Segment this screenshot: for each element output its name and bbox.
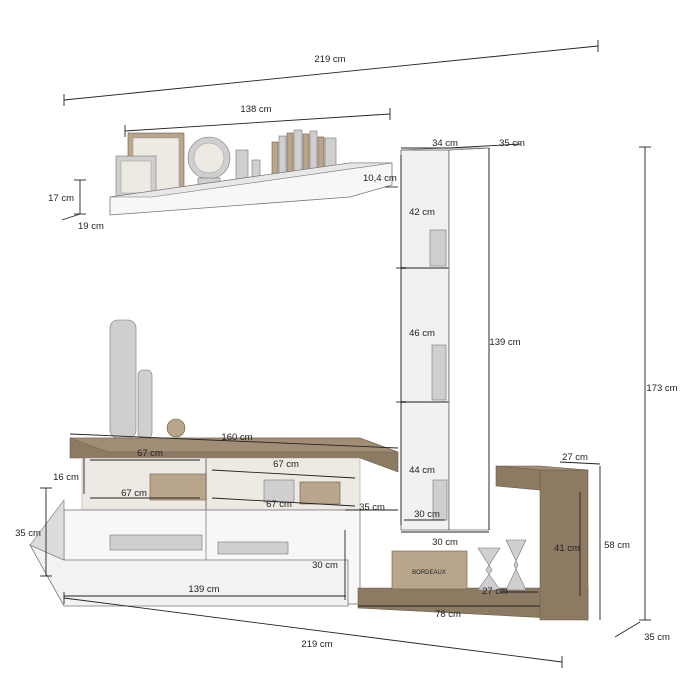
dim-side-total-height: 58 cm bbox=[604, 540, 630, 551]
tower-decor-item bbox=[429, 229, 447, 267]
tall-vase-icon bbox=[109, 319, 137, 439]
dim-tower-height: 139 cm bbox=[489, 337, 520, 348]
wall-shelf bbox=[109, 129, 393, 216]
dim-tower-width: 34 cm bbox=[432, 138, 458, 149]
tower-side-panel bbox=[448, 147, 490, 531]
dim-side-width: 27 cm bbox=[562, 452, 588, 463]
dim-total-width-top: 219 cm bbox=[314, 54, 345, 65]
hourglass-icon bbox=[477, 547, 501, 591]
dim-shelf-width: 138 cm bbox=[240, 104, 271, 115]
wall-clock-face bbox=[193, 142, 225, 174]
dim-side-depth: 35 cm bbox=[644, 632, 670, 643]
storage-box-icon bbox=[149, 473, 207, 501]
tv-base-unit bbox=[29, 319, 399, 607]
ball-decor-icon bbox=[166, 418, 186, 438]
dim-shelf-height: 17 cm bbox=[48, 193, 74, 204]
books-stack-icon bbox=[217, 541, 289, 555]
dim-tv-base-width: 139 cm bbox=[188, 584, 219, 595]
dim-tv-depth: 35 cm bbox=[359, 502, 385, 513]
dim-total-height: 173 cm bbox=[646, 383, 677, 394]
hourglass-icon bbox=[505, 539, 527, 591]
tv-top-board-face bbox=[69, 437, 399, 453]
dim-tower-depth: 35 cm bbox=[499, 138, 525, 149]
side-top-front bbox=[495, 465, 541, 491]
tv-flap-side bbox=[29, 499, 65, 561]
dim-side-base-width: 78 cm bbox=[435, 609, 461, 620]
bordeaux-crate-icon bbox=[391, 550, 468, 590]
dim-total-width-bottom: 219 cm bbox=[301, 639, 332, 650]
dim-tower-comp-2: 46 cm bbox=[409, 328, 435, 339]
picture-frame-front-inner bbox=[120, 160, 152, 194]
dim-tower-base-width: 30 cm bbox=[414, 509, 440, 520]
shelf-top-face bbox=[109, 162, 393, 198]
dim-tv-inner-height: 30 cm bbox=[312, 560, 338, 571]
books-stack-icon bbox=[109, 534, 203, 551]
dim-shelf-depth: 19 cm bbox=[78, 221, 104, 232]
dim-tv-comp-right: 67 cm bbox=[273, 459, 299, 470]
dim-tv-front-height: 35 cm bbox=[15, 528, 41, 539]
dim-side-height: 41 cm bbox=[554, 543, 580, 554]
side-storage-unit: BORDEAUX bbox=[357, 465, 589, 621]
crate-icon bbox=[299, 481, 341, 505]
dim-tower-comp-1: 42 cm bbox=[409, 207, 435, 218]
dimension-lines bbox=[40, 40, 651, 668]
dim-shelf-thickness: 10,4 cm bbox=[363, 173, 397, 184]
dimension-labels: 219 cm 138 cm 17 cm 19 cm 10,4 cm 34 cm … bbox=[15, 54, 678, 650]
dim-tower-inner-width: 30 cm bbox=[432, 537, 458, 548]
dim-tv-mid-right: 67 cm bbox=[266, 499, 292, 510]
tall-tower-cabinet bbox=[400, 147, 490, 531]
tower-decor-item bbox=[431, 344, 447, 401]
dim-tv-mid-left: 67 cm bbox=[121, 488, 147, 499]
dim-tv-comp-left: 67 cm bbox=[137, 448, 163, 459]
dim-tower-comp-3: 44 cm bbox=[409, 465, 435, 476]
crate-label: BORDEAUX bbox=[412, 570, 446, 576]
bottle-vase-icon bbox=[137, 369, 153, 439]
dim-tv-top-height: 16 cm bbox=[53, 472, 79, 483]
dim-side-inner-depth: 27 cm bbox=[482, 586, 508, 597]
dim-tv-top-width: 160 cm bbox=[221, 432, 252, 443]
